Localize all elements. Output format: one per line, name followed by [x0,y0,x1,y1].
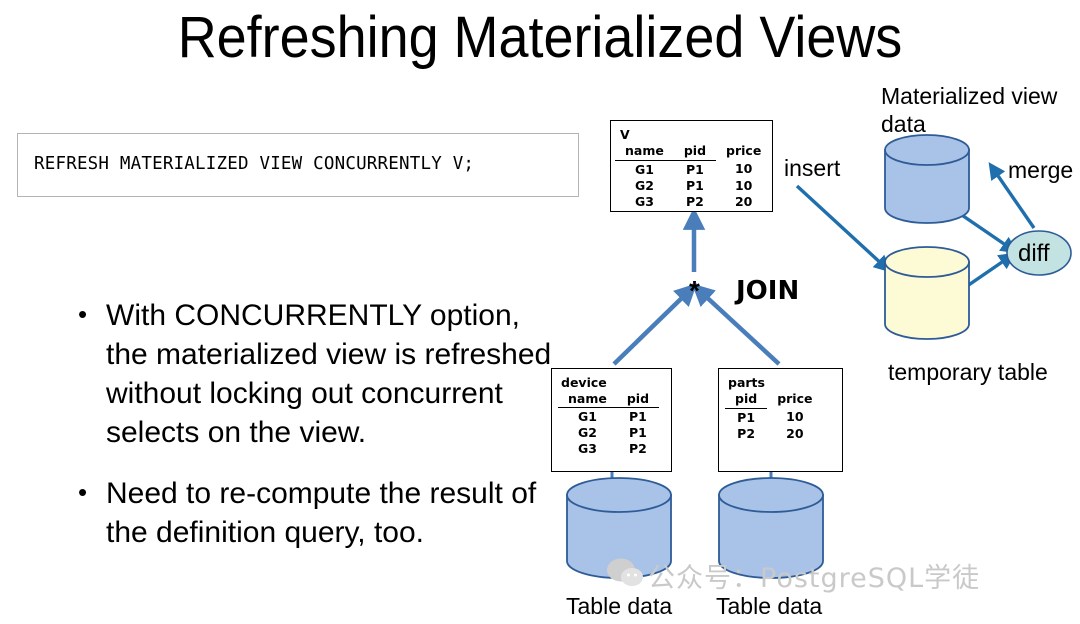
sql-code-box: REFRESH MATERIALIZED VIEW CONCURRENTLY V… [17,133,579,197]
watermark-text: 公众号：PostgreSQL学徒 [648,563,981,594]
table-grid: pid price P1 10 P2 20 [725,391,822,441]
column-header: name [615,143,674,161]
column-header: price [777,391,813,406]
column-header: pid [616,391,660,408]
arrow-insert-to-temp-table [795,184,892,273]
table-row: P2 20 [725,425,822,441]
table-row: P1 10 [725,408,822,425]
cell: G2 [634,177,654,193]
bullet-text: With CONCURRENTLY option, the materializ… [106,299,552,449]
table-name: device [561,375,607,390]
cell: P2 [629,441,647,456]
table-header-row: pid price [725,391,822,409]
diff-node [1006,230,1072,276]
table-row: G1 P1 [558,408,659,424]
join-star-symbol: * [689,275,700,306]
wechat-logo-icon [607,558,643,586]
table-header-row: name pid price [615,143,771,161]
column-header: price [726,143,762,158]
cell: P2 [737,425,756,441]
column-header: pid [673,143,717,161]
cell: 20 [734,193,753,209]
cell: G2 [577,425,597,440]
bullet-list: • With CONCURRENTLY option, the material… [60,296,560,574]
merge-label: merge [1008,157,1074,183]
table-device: device name pid G1 P1 G2 P1 G3 P2 [551,368,672,472]
column-header: pid [725,391,768,409]
page-title: Refreshing Materialized Views [177,5,903,70]
cylinder-table-data-right [718,477,824,579]
cell: G3 [577,441,597,456]
table-row: G1 P1 10 [615,160,771,177]
table-parts: parts pid price P1 10 P2 20 [718,368,843,472]
arrow-device-to-join [612,283,698,366]
table-name: parts [728,375,765,390]
sql-statement: REFRESH MATERIALIZED VIEW CONCURRENTLY V… [34,154,475,174]
table-row: G2 P1 [558,424,659,440]
table-grid: name pid price G1 P1 10 G2 P1 10 G3 P2 2… [615,143,771,209]
cell: P1 [737,409,756,425]
bullet-marker-icon: • [78,477,88,507]
diff-label: diff [1018,240,1050,267]
cylinder-materialized-view-data [884,134,970,224]
cell: 10 [734,161,753,177]
table-data-label-right: Table data [716,593,823,619]
table-data-label-left: Table data [566,593,673,619]
table-row: G3 P2 20 [615,193,771,209]
cell: P1 [686,177,704,193]
cylinder-temporary-table [884,246,970,340]
table-row: G3 P2 [558,440,659,456]
cell: 20 [786,425,804,441]
cell: G1 [577,409,597,424]
table-name: V [620,127,630,142]
insert-label: insert [784,155,841,181]
bullet-marker-icon: • [78,299,88,329]
cell: 10 [786,409,804,425]
table-row: G2 P1 10 [615,177,771,193]
cell: P1 [629,425,647,440]
table-v: V name pid price G1 P1 10 G2 P1 10 G3 P2… [610,120,773,212]
cell: G3 [634,193,654,209]
cell: P2 [686,193,704,209]
column-header: name [558,391,617,408]
join-label: JOIN [736,276,800,306]
cell: 10 [734,177,753,193]
list-item: • With CONCURRENTLY option, the material… [60,296,560,452]
cell: G1 [634,161,654,177]
cell: P1 [629,409,647,424]
bullet-text: Need to re-compute the result of the def… [106,477,537,549]
list-item: • Need to re-compute the result of the d… [60,474,560,552]
table-grid: name pid G1 P1 G2 P1 G3 P2 [558,391,660,456]
table-header-row: name pid [558,391,660,408]
materialized-view-data-label: Materialized view data [881,83,1058,137]
cell: P1 [686,161,704,177]
temporary-table-label: temporary table [888,359,1048,385]
